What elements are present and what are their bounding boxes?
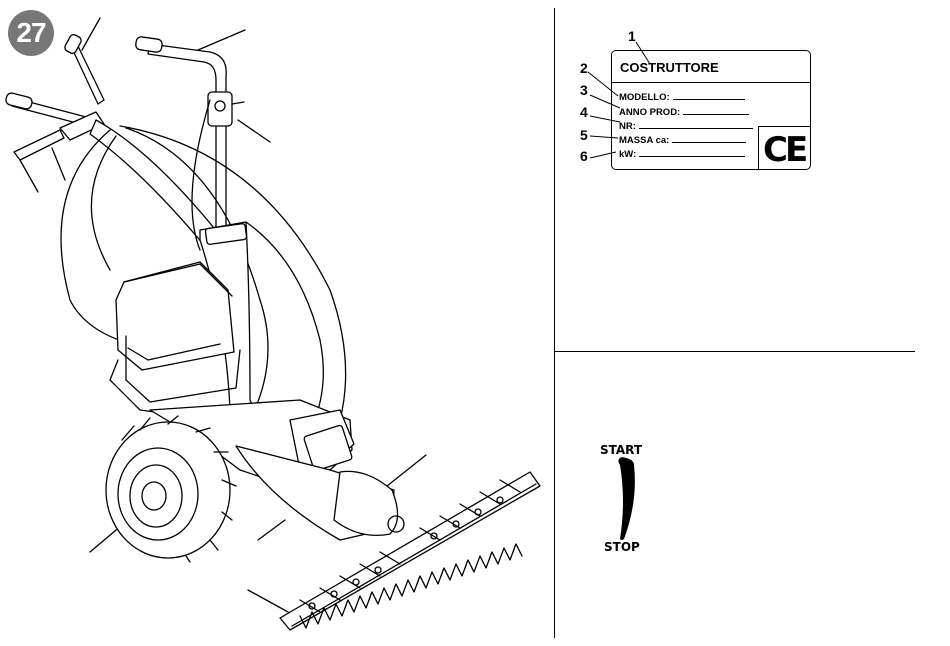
ce-mark: CE <box>763 130 805 170</box>
plate-field-label: MASSA ca: <box>619 135 669 146</box>
callout-3: 3 <box>580 82 588 98</box>
plate-field-blank <box>639 120 753 129</box>
plate-field-blank <box>672 134 746 143</box>
callout-1: 1 <box>628 28 636 44</box>
plate-field-label: NR: <box>619 121 636 132</box>
plate-field-kw: kW: <box>619 148 745 160</box>
ce-box: CE <box>758 126 811 170</box>
plate-field-mass: MASSA ca: <box>619 134 746 146</box>
callout-4: 4 <box>580 104 588 120</box>
plate-field-label: ANNO PROD: <box>619 107 680 118</box>
plate-field-model: MODELLO: <box>619 91 745 103</box>
plate-field-blank <box>639 148 745 157</box>
plate-field-label: MODELLO: <box>619 92 670 103</box>
throttle-wedge-icon <box>600 455 640 541</box>
callout-2: 2 <box>580 60 588 76</box>
plate-field-year: ANNO PROD: <box>619 106 749 118</box>
throttle-stop-label: STOP <box>604 540 640 554</box>
callout-6: 6 <box>580 148 588 164</box>
plate-field-label: kW: <box>619 149 636 160</box>
plate-separator <box>612 82 810 83</box>
identification-plate: COSTRUTTORE MODELLO: ANNO PROD: NR: MASS… <box>611 50 811 170</box>
plate-title: COSTRUTTORE <box>620 60 719 75</box>
plate-field-number: NR: <box>619 120 753 132</box>
plate-field-blank <box>673 91 745 100</box>
callout-5: 5 <box>580 127 588 143</box>
plate-field-blank <box>683 106 749 115</box>
